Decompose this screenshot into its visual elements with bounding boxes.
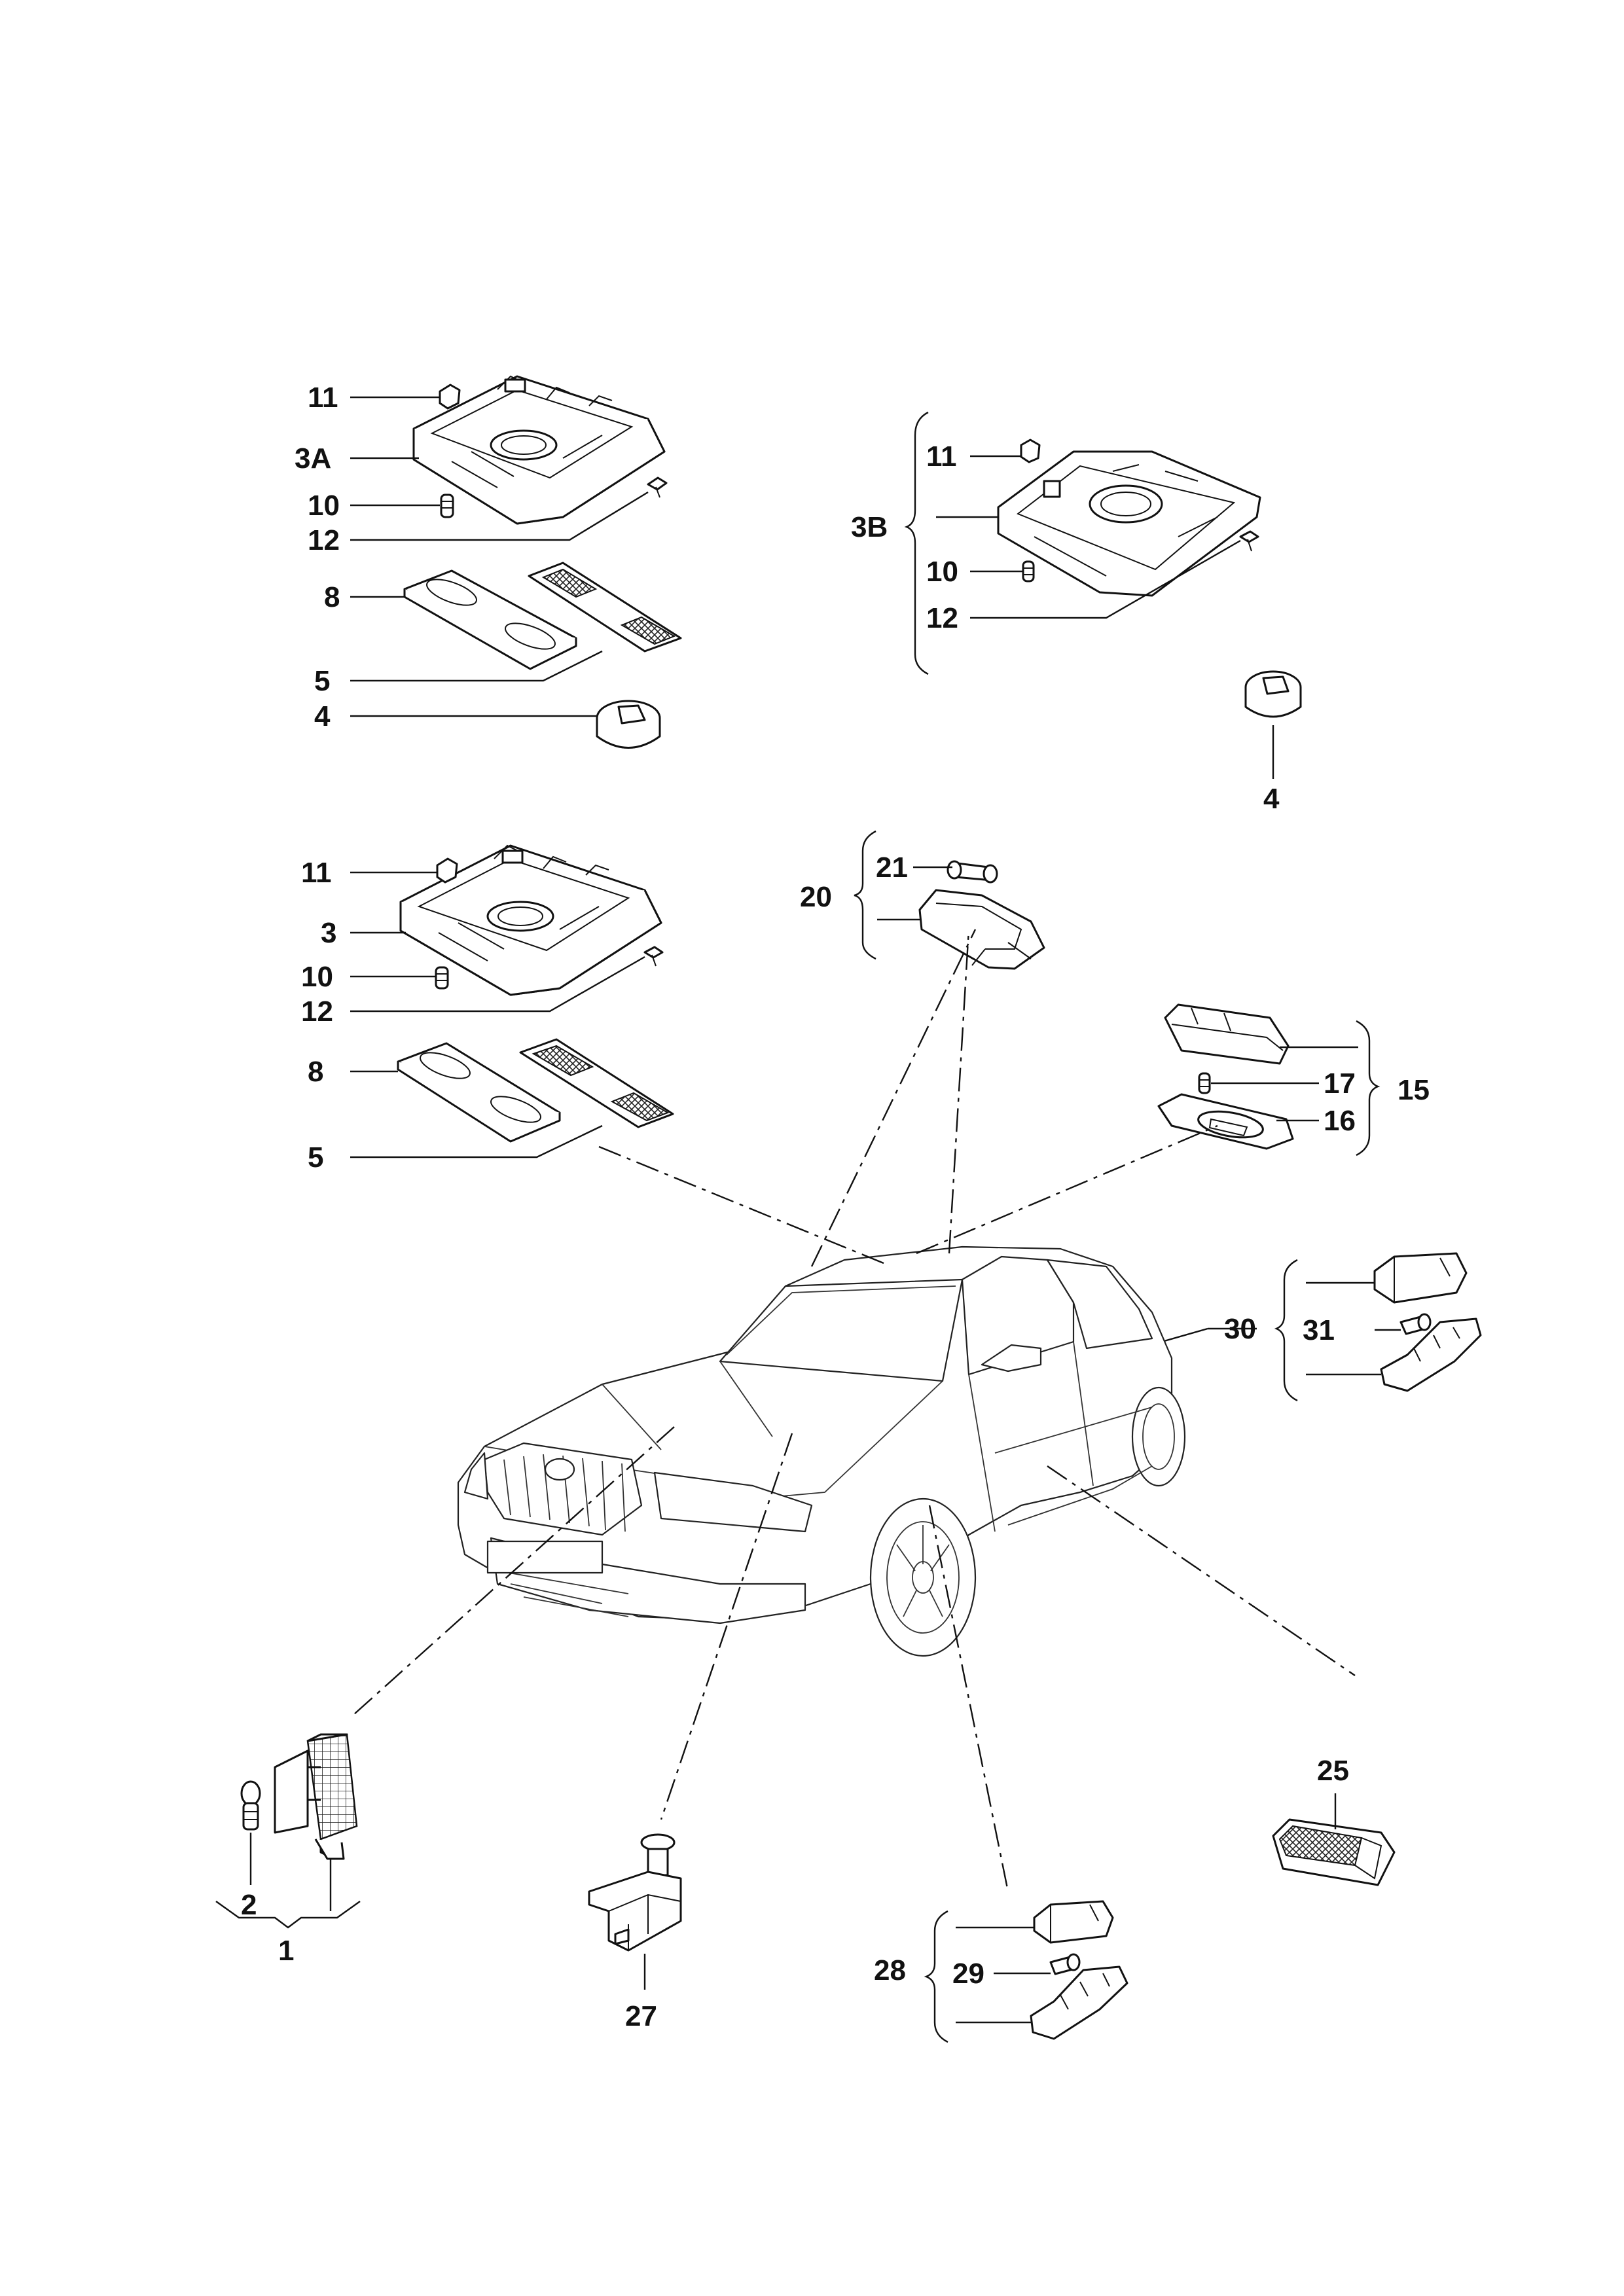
lamp-housing-icon (1380, 1318, 1482, 1392)
callout-20: 20 (800, 881, 832, 913)
roof-console-icon (399, 844, 662, 996)
bulb-icon (1198, 1072, 1211, 1094)
sedan-car-icon (457, 1246, 1186, 1657)
callout-3: 3 (321, 917, 336, 949)
bulb-icon (240, 1780, 261, 1831)
clip-icon (1020, 439, 1041, 463)
callout-10: 10 (308, 490, 340, 522)
switch-icon (588, 1833, 682, 1952)
clip-icon (436, 857, 458, 884)
lens-cover-icon (1157, 1093, 1294, 1150)
group-28: 28 29 (874, 1900, 1128, 2043)
lens-cover-icon (519, 1038, 674, 1128)
callout-1: 1 (278, 1935, 294, 1967)
roof-console-icon (412, 375, 666, 525)
callout-11: 11 (926, 440, 957, 473)
callout-12: 12 (301, 996, 333, 1028)
lamp-housing-icon (1164, 1003, 1290, 1065)
lamp-housing-icon (1373, 1252, 1468, 1304)
lamp-housing-icon (918, 889, 1045, 970)
callout-4: 4 (1263, 783, 1280, 815)
callout-5: 5 (314, 665, 330, 697)
callout-28: 28 (874, 1954, 906, 1986)
screw-icon (647, 476, 668, 498)
callout-12: 12 (308, 524, 340, 556)
callout-3b: 3B (851, 511, 888, 543)
lamp-housing-icon (274, 1733, 358, 1860)
callout-17: 17 (1324, 1067, 1356, 1100)
bulb-icon (1049, 1953, 1081, 1975)
callout-10: 10 (301, 961, 333, 993)
callout-12: 12 (926, 602, 958, 634)
group-3b: 11 3B 10 12 4 (851, 411, 1302, 815)
bulb-icon (1399, 1313, 1432, 1335)
callout-15: 15 (1398, 1074, 1430, 1106)
screw-icon (1239, 530, 1259, 552)
group-27: 27 (588, 1833, 682, 2032)
group-15: 17 15 16 (1157, 1003, 1430, 1157)
group-25: 25 (1272, 1755, 1396, 1886)
callout-21: 21 (876, 852, 908, 884)
callout-5: 5 (308, 1141, 323, 1174)
callout-11: 11 (308, 382, 338, 414)
callout-25: 25 (1317, 1755, 1349, 1787)
callout-8: 8 (324, 581, 340, 613)
callout-27: 27 (625, 2000, 657, 2032)
switch-icon (596, 700, 661, 749)
reference-lines (353, 929, 1356, 1892)
callout-8: 8 (308, 1056, 323, 1088)
lens-cover-icon (397, 1042, 561, 1143)
callout-2: 2 (241, 1889, 257, 1921)
switch-icon (1244, 670, 1302, 718)
screw-icon (643, 946, 664, 967)
group-3: 11 3 10 12 8 5 (301, 844, 674, 1174)
callout-16: 16 (1324, 1105, 1356, 1137)
callout-31: 31 (1303, 1314, 1335, 1346)
bulb-icon (947, 860, 998, 884)
group-20: 21 20 (800, 830, 1045, 970)
roof-console-icon (997, 450, 1261, 597)
group-1: 2 1 (215, 1733, 361, 1967)
bulb-icon (440, 493, 454, 518)
callout-29: 29 (952, 1958, 984, 1990)
lamp-housing-icon (1030, 1965, 1128, 2040)
callout-3a: 3A (295, 442, 331, 475)
lens-cover-icon (403, 569, 577, 670)
clip-icon (439, 384, 461, 410)
callout-30: 30 (1224, 1313, 1256, 1345)
group-30: 30 31 (1138, 1252, 1482, 1402)
bulb-icon (1022, 560, 1035, 583)
lamp-housing-icon (1272, 1818, 1396, 1886)
bulb-icon (435, 966, 449, 990)
callout-4: 4 (314, 700, 331, 732)
lens-cover-icon (528, 562, 682, 653)
lamp-housing-icon (1033, 1900, 1114, 1944)
callout-11: 11 (301, 857, 332, 889)
callout-10: 10 (926, 556, 958, 588)
group-3a: 11 3A 10 12 8 5 4 (295, 375, 682, 749)
